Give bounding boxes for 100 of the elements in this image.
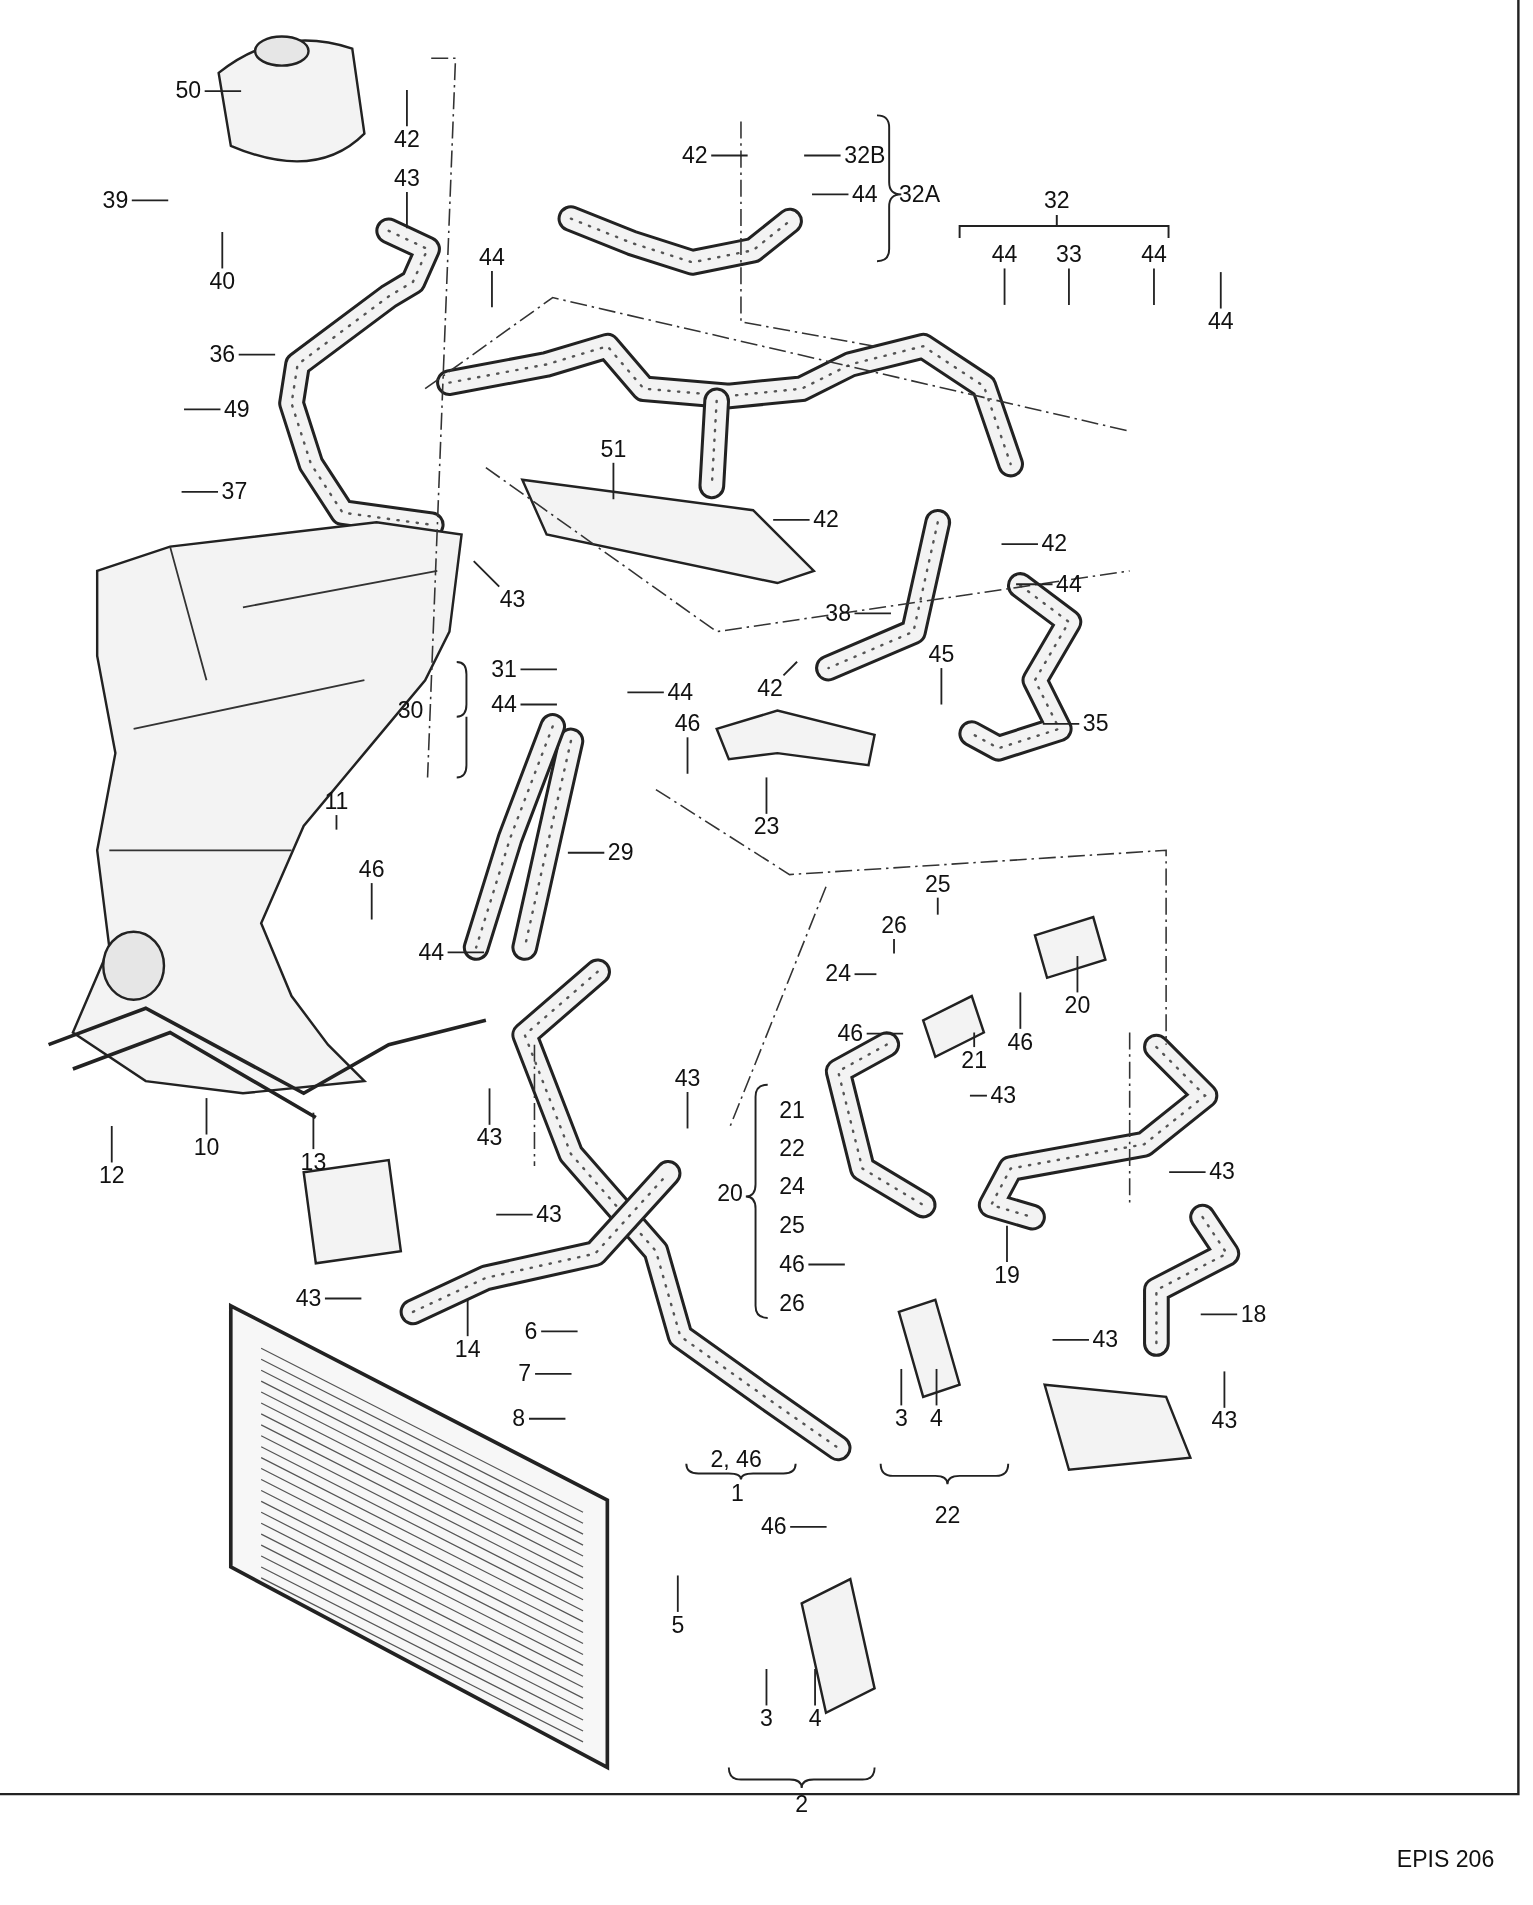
callout-number: 43 xyxy=(990,1083,1017,1108)
leader-line xyxy=(853,612,892,615)
leader-line xyxy=(1019,991,1022,1030)
callout-number: 44 xyxy=(1141,242,1167,268)
callout-number: 43 xyxy=(295,1286,322,1311)
leader-line xyxy=(893,938,895,955)
leader-line xyxy=(1041,723,1081,725)
leader-line xyxy=(528,1417,567,1420)
callout-number: 24 xyxy=(779,1174,805,1199)
leader-line xyxy=(312,1111,315,1150)
leader-line xyxy=(1076,955,1079,994)
leader-line xyxy=(110,1125,113,1164)
leader-line xyxy=(534,1372,573,1375)
callout-number: 11 xyxy=(324,789,349,814)
leader-line xyxy=(370,882,373,921)
callout-number: 43 xyxy=(394,166,420,191)
callout-number: 42 xyxy=(394,127,420,152)
callout-number: 46 xyxy=(760,1514,787,1539)
callout-number: 44 xyxy=(1056,572,1082,597)
callout-number: 8 xyxy=(512,1406,526,1431)
callout-number: 44 xyxy=(1207,309,1234,335)
leader-line xyxy=(676,1574,679,1613)
leader-line xyxy=(935,1368,938,1407)
callout-number: 2, 46 xyxy=(710,1447,762,1473)
callout-number: 51 xyxy=(600,437,627,462)
leader-line xyxy=(495,1213,534,1216)
leader-line xyxy=(765,776,768,815)
leader-line xyxy=(566,851,606,854)
leader-line xyxy=(789,1525,828,1528)
callout-number: 43 xyxy=(1211,1409,1238,1434)
callout-number: 32 xyxy=(1043,188,1070,213)
leader-line xyxy=(221,231,224,270)
leader-line xyxy=(1006,1224,1008,1263)
leader-line xyxy=(936,896,939,916)
callout-number: 44 xyxy=(418,940,445,965)
callout-number: 39 xyxy=(102,188,129,213)
leader-line xyxy=(853,973,878,976)
callout-number: 44 xyxy=(852,182,878,207)
callout-number: 43 xyxy=(674,1066,701,1091)
callout-number: 44 xyxy=(667,680,694,705)
leader-line xyxy=(782,660,798,677)
leader-line xyxy=(612,461,615,501)
callout-number: 25 xyxy=(779,1213,805,1238)
callout-number: 35 xyxy=(1082,711,1109,737)
leader-line xyxy=(772,519,811,521)
leader-line xyxy=(814,1668,816,1707)
leader-line xyxy=(446,951,485,954)
leader-line xyxy=(1003,267,1006,306)
leader-line xyxy=(811,193,850,196)
callout-number: 20 xyxy=(717,1181,743,1207)
callout-number: 20 xyxy=(1064,993,1091,1018)
callout-number: 26 xyxy=(881,913,907,938)
callout-number: 22 xyxy=(934,1503,961,1529)
callout-number: 38 xyxy=(825,601,851,626)
callout-number: 30 xyxy=(397,698,424,723)
callout-number: 43 xyxy=(536,1202,562,1227)
callout-number: 10 xyxy=(193,1135,220,1161)
leader-line xyxy=(1219,271,1222,310)
leader-line xyxy=(1015,583,1054,586)
leader-line xyxy=(1168,1171,1207,1174)
callout-number: 43 xyxy=(499,587,526,613)
callout-number: 42 xyxy=(681,143,708,168)
leader-line xyxy=(807,1263,846,1266)
callout-number: 43 xyxy=(1092,1327,1119,1352)
leader-line xyxy=(519,668,558,671)
callout-number: 42 xyxy=(1041,532,1068,557)
callout-number: 13 xyxy=(300,1150,327,1175)
leader-line xyxy=(466,1298,469,1338)
callout-number: 1 xyxy=(730,1481,744,1507)
leader-line xyxy=(205,1097,208,1136)
callout-number: 7 xyxy=(518,1361,532,1386)
callout-number: 44 xyxy=(991,242,1018,268)
leader-line xyxy=(1199,1313,1239,1316)
leader-line xyxy=(973,1031,976,1048)
callout-number: 46 xyxy=(837,1021,864,1046)
leader-line xyxy=(865,1032,905,1035)
leader-line xyxy=(324,1297,363,1300)
callout-number: 12 xyxy=(98,1163,125,1188)
callout-number: 43 xyxy=(1209,1160,1235,1185)
callout-number: 21 xyxy=(961,1048,988,1073)
leader-line xyxy=(765,1668,768,1707)
leader-line xyxy=(406,191,408,230)
leader-line xyxy=(940,667,943,706)
callout-number: 6 xyxy=(524,1319,538,1344)
callout-number: 3 xyxy=(760,1706,773,1731)
callout-number: 44 xyxy=(479,245,505,270)
leader-line xyxy=(803,154,842,157)
callout-number: 42 xyxy=(757,676,783,701)
leader-line xyxy=(335,814,338,831)
callout-number: 2 xyxy=(795,1792,809,1818)
leader-line xyxy=(183,408,222,411)
callout-number: 36 xyxy=(209,342,236,367)
callout-number: 4 xyxy=(808,1706,822,1731)
callout-number: 46 xyxy=(358,857,385,882)
callout-number: 46 xyxy=(1007,1030,1034,1055)
leader-line xyxy=(1051,1338,1090,1341)
callout-number: 50 xyxy=(175,78,202,104)
leader-line xyxy=(203,90,243,92)
callout-number: 45 xyxy=(928,642,955,667)
leader-line xyxy=(969,1094,988,1097)
